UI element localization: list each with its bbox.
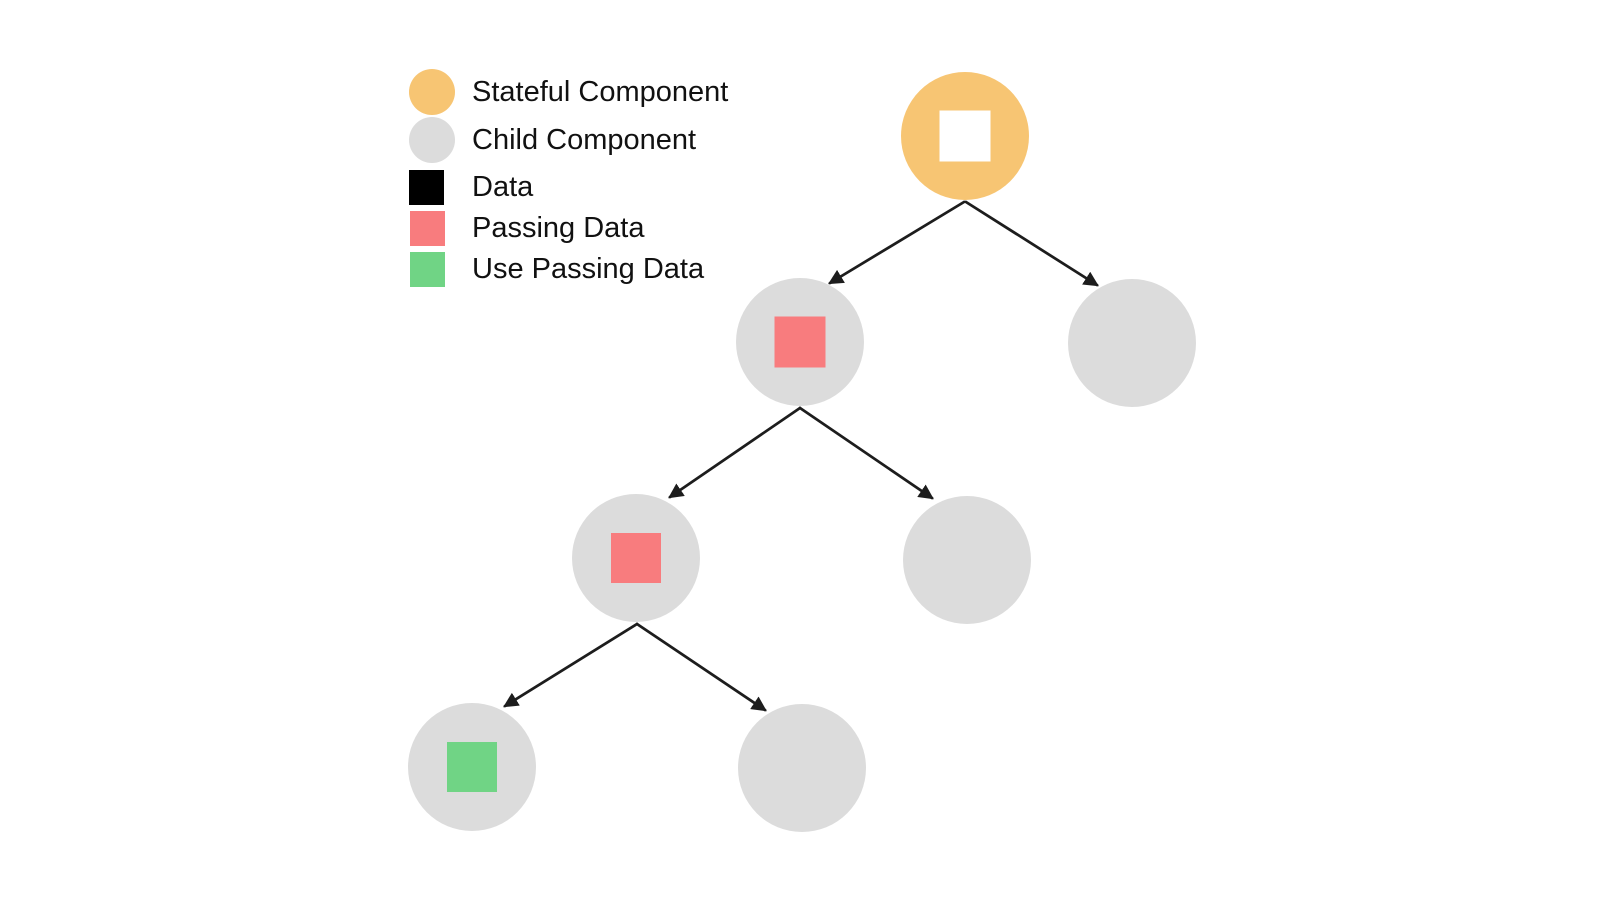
edge-child-1-1-to-child-1-1-2 <box>635 622 767 712</box>
legend-item-data: Data <box>409 170 534 205</box>
legend-label-stateful-component: Stateful Component <box>472 76 728 108</box>
edge-root-to-child-1 <box>828 200 966 285</box>
legend-item-child-component: Child Component <box>409 117 696 163</box>
child-component-swatch-circle <box>409 117 455 163</box>
legend-item-use-passing-data: Use Passing Data <box>410 252 705 287</box>
node-child-2 <box>1068 279 1196 407</box>
tree-edges <box>503 200 1099 712</box>
use-passing-data-swatch-square <box>410 252 445 287</box>
edge-root-to-child-2 <box>964 200 1099 287</box>
node-stateful-root <box>901 72 1029 200</box>
stateful-component-swatch-circle <box>409 69 455 115</box>
use-passing-data-badge-square <box>447 742 497 792</box>
legend: Stateful Component Child Component Data … <box>409 69 728 287</box>
node-child-1 <box>736 278 864 406</box>
legend-label-use-passing-data: Use Passing Data <box>472 253 705 285</box>
legend-label-passing-data: Passing Data <box>472 212 645 244</box>
legend-label-child-component: Child Component <box>472 124 696 156</box>
node-child-1-1-1 <box>408 703 536 831</box>
legend-item-passing-data: Passing Data <box>410 211 645 246</box>
passing-data-badge-square <box>774 316 826 368</box>
edge-child-1-1-to-child-1-1-1 <box>503 622 639 708</box>
data-swatch-square <box>409 170 444 205</box>
tree-nodes <box>408 72 1196 832</box>
edge-child-1-to-child-1-2 <box>798 406 934 500</box>
passing-data-swatch-square <box>410 211 445 246</box>
data-badge-square <box>939 110 991 162</box>
child-2-circle <box>1068 279 1196 407</box>
child-1-2-circle <box>903 496 1031 624</box>
edge-child-1-to-child-1-1 <box>668 406 802 499</box>
legend-label-data: Data <box>472 171 534 203</box>
passing-data-badge-square <box>611 533 661 583</box>
node-child-1-1 <box>572 494 700 622</box>
legend-item-stateful-component: Stateful Component <box>409 69 728 115</box>
node-child-1-1-2 <box>738 704 866 832</box>
child-1-1-2-circle <box>738 704 866 832</box>
node-child-1-2 <box>903 496 1031 624</box>
